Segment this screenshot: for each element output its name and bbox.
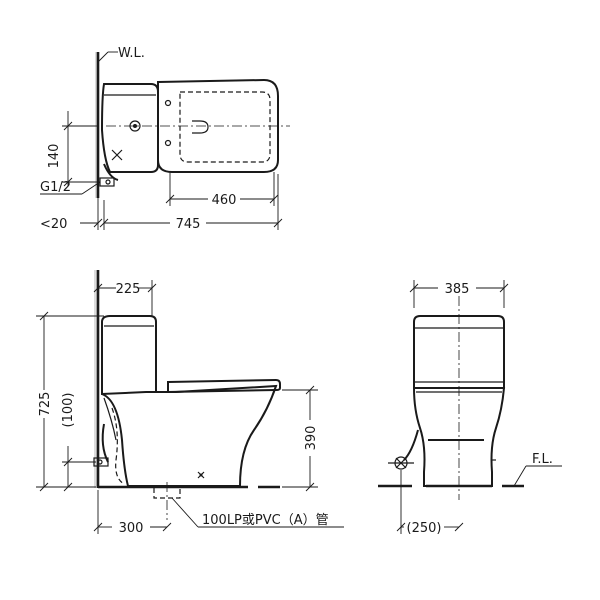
tank-front <box>413 315 505 389</box>
bowl-outline-plan <box>157 78 279 173</box>
wl-label: W.L. <box>118 46 145 61</box>
front-view: 385 F.L. (250) <box>378 280 562 536</box>
plan-view: W.L. 140 G1/2 <box>40 46 290 232</box>
dim-lt20-label: <20 <box>40 217 67 232</box>
trapway-hidden <box>111 407 125 485</box>
dim-460-label: 460 <box>212 193 237 208</box>
dim-225-label: 225 <box>116 282 141 297</box>
dim-140-label: 140 <box>47 144 62 169</box>
valve-plan <box>111 149 123 161</box>
dim-390-label: 390 <box>304 426 319 451</box>
fl-label: F.L. <box>532 452 553 467</box>
bowl-rim-hidden <box>179 91 271 163</box>
dim-725-label: 725 <box>38 392 53 417</box>
side-view: 225 725 (100) 390 300 100LP或PVC（A）管 <box>36 270 344 536</box>
bowl-body-side <box>101 384 278 487</box>
drain-outlet-plan <box>192 120 209 134</box>
wall-section-side <box>94 270 98 488</box>
tank-side <box>101 315 157 396</box>
dim-385-label: 385 <box>445 282 470 297</box>
dim-250-label: (250) <box>407 521 442 536</box>
g12-label: G1/2 <box>40 180 71 195</box>
drain-pipe-hidden <box>153 488 181 499</box>
dim-300-label: 300 <box>119 521 144 536</box>
dim-745-label: 745 <box>176 217 201 232</box>
dim-100-label: (100) <box>61 393 76 428</box>
drain-note-label: 100LP或PVC（A）管 <box>202 513 329 528</box>
seat-side <box>167 378 281 394</box>
